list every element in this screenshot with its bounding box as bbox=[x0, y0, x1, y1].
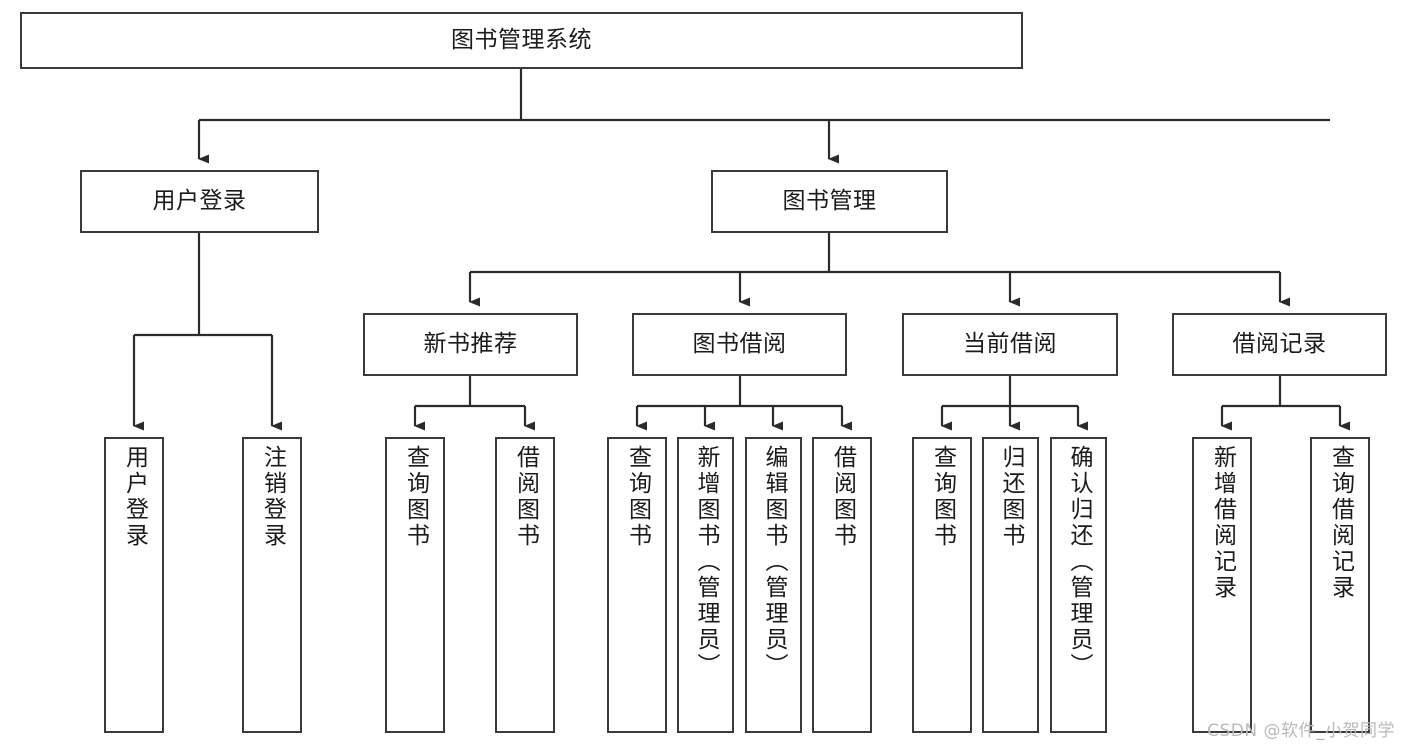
leaf-query-book-current[interactable]: 查询图书 bbox=[912, 437, 972, 733]
node-label: 查询图书 bbox=[624, 445, 651, 549]
node-label: 借阅图书 bbox=[512, 445, 539, 549]
node-label: 借阅记录 bbox=[1232, 330, 1327, 357]
node-label: 图书借阅 bbox=[692, 330, 787, 357]
leaf-user-login[interactable]: 用户登录 bbox=[104, 437, 164, 733]
node-label: 用户登录 bbox=[152, 187, 247, 214]
leaf-edit-book-admin[interactable]: 编辑图书（管理员） bbox=[745, 437, 802, 733]
leaf-query-borrow-record[interactable]: 查询借阅记录 bbox=[1310, 437, 1370, 733]
node-label: 新增图书（管理员） bbox=[693, 445, 719, 679]
node-label: 归还图书 bbox=[998, 445, 1024, 549]
node-current-borrow[interactable]: 当前借阅 bbox=[902, 313, 1118, 376]
node-new-book-recommend[interactable]: 新书推荐 bbox=[363, 313, 578, 376]
node-label: 图书管理系统 bbox=[451, 26, 592, 53]
node-label: 注销登录 bbox=[259, 445, 286, 549]
leaf-query-book-recommend[interactable]: 查询图书 bbox=[385, 437, 445, 733]
node-label: 编辑图书（管理员） bbox=[761, 445, 787, 679]
node-book-borrow[interactable]: 图书借阅 bbox=[632, 313, 847, 376]
node-book-manage[interactable]: 图书管理 bbox=[711, 170, 948, 233]
leaf-add-borrow-record[interactable]: 新增借阅记录 bbox=[1192, 437, 1252, 733]
node-label: 新增借阅记录 bbox=[1209, 445, 1236, 601]
node-root-system[interactable]: 图书管理系统 bbox=[20, 12, 1023, 69]
leaf-borrow-book-recommend[interactable]: 借阅图书 bbox=[495, 437, 555, 733]
leaf-borrow-book[interactable]: 借阅图书 bbox=[812, 437, 872, 733]
node-label: 图书管理 bbox=[782, 187, 877, 214]
leaf-add-book-admin[interactable]: 新增图书（管理员） bbox=[677, 437, 734, 733]
node-label: 当前借阅 bbox=[963, 330, 1057, 357]
node-label: 确认归还（管理员） bbox=[1066, 445, 1092, 679]
leaf-return-book[interactable]: 归还图书 bbox=[982, 437, 1039, 733]
node-label: 新书推荐 bbox=[423, 330, 518, 357]
node-label: 借阅图书 bbox=[829, 445, 856, 549]
leaf-query-book-borrow[interactable]: 查询图书 bbox=[607, 437, 667, 733]
node-label: 查询图书 bbox=[402, 445, 429, 549]
leaf-confirm-return-admin[interactable]: 确认归还（管理员） bbox=[1050, 437, 1107, 733]
node-label: 查询借阅记录 bbox=[1327, 445, 1354, 601]
node-label: 查询图书 bbox=[929, 445, 956, 549]
csdn-watermark: CSDN @软件_小贺同学 bbox=[1207, 721, 1395, 741]
node-user-login[interactable]: 用户登录 bbox=[80, 170, 319, 233]
node-label: 用户登录 bbox=[121, 445, 148, 549]
node-borrow-record[interactable]: 借阅记录 bbox=[1172, 313, 1387, 376]
leaf-user-logout[interactable]: 注销登录 bbox=[242, 437, 302, 733]
